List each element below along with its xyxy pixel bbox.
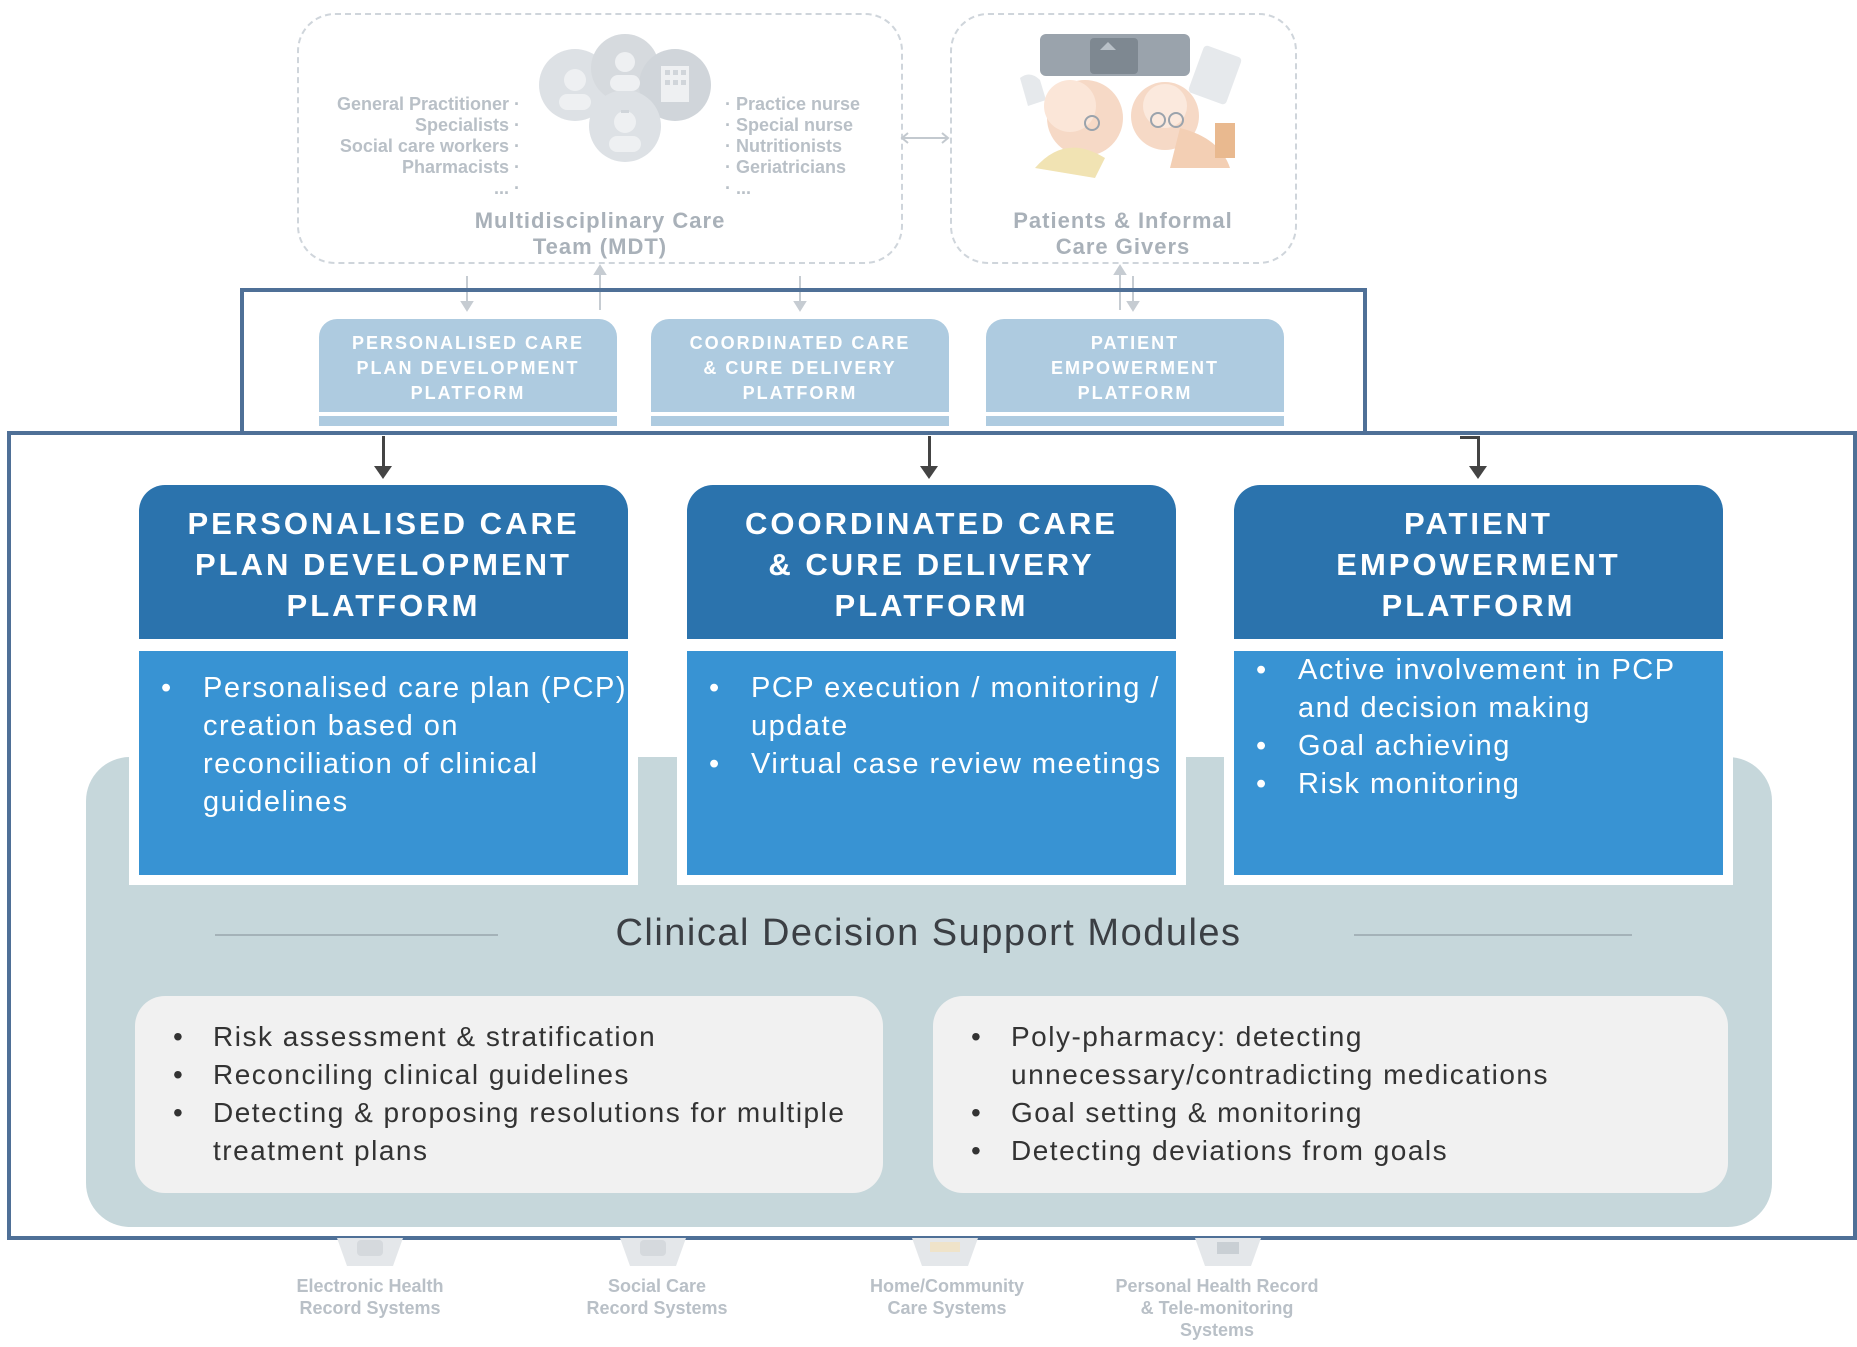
small-platform-strip (319, 416, 617, 426)
database-icon (620, 1238, 686, 1266)
platform-title-line: COORDINATED CARE (745, 506, 1118, 541)
small-platform-line: COORDINATED CARE (689, 333, 911, 353)
elderly-patients-icon (1020, 34, 1242, 178)
mdt-caption-line2: Team (MDT) (532, 234, 668, 259)
platform-header: PERSONALISED CARE PLAN DEVELOPMENT PLATF… (139, 485, 628, 639)
platform-title-line: PERSONALISED CARE (187, 506, 580, 541)
cds-title-rule-left (215, 934, 498, 936)
small-platform-line: EMPOWERMENT (1051, 358, 1219, 378)
system-label-line: Home/Community (869, 1276, 1024, 1296)
database-icon (337, 1238, 403, 1266)
cds-item: Risk assessment & stratification (135, 1018, 883, 1056)
cds-title-rule-right (1354, 934, 1632, 936)
platform-coordinated: COORDINATED CARE & CURE DELIVERY PLATFOR… (677, 485, 1186, 885)
platform-body: PCP execution / monitoring / update Virt… (687, 651, 1176, 875)
platform-item: Active involvement in PCP and decision m… (1234, 651, 1723, 727)
system-label-line: Electronic Health (296, 1276, 444, 1296)
small-platform-line: PLATFORM (1077, 383, 1193, 403)
platform-personalised: PERSONALISED CARE PLAN DEVELOPMENT PLATF… (129, 485, 638, 885)
platform-body: Personalised care plan (PCP) creation ba… (139, 651, 628, 875)
system-label-line: Record Systems (586, 1298, 728, 1318)
cds-item: Detecting deviations from goals (933, 1132, 1728, 1170)
system-label-ehr: Electronic Health Record Systems (255, 1275, 485, 1319)
small-platform-strip (986, 416, 1284, 426)
platform-header: COORDINATED CARE & CURE DELIVERY PLATFOR… (687, 485, 1176, 639)
platform-item: Personalised care plan (PCP) creation ba… (139, 669, 628, 821)
cds-item: Goal setting & monitoring (933, 1094, 1728, 1132)
cds-box-left: Risk assessment & stratification Reconci… (135, 996, 883, 1193)
small-platform-line: PERSONALISED CARE (351, 333, 585, 353)
mdt-roles-left: General Practitioner · Specialists · Soc… (300, 94, 520, 199)
platform-title-line: & CURE DELIVERY (768, 547, 1095, 582)
small-platform-line: PLATFORM (742, 383, 858, 403)
system-label-home: Home/Community Care Systems (832, 1275, 1062, 1319)
platform-item: Virtual case review meetings (687, 745, 1176, 783)
arrowhead-icon (1469, 466, 1487, 479)
arrow-to-coordinated (928, 436, 931, 468)
platform-title-line: PLATFORM (1381, 588, 1576, 623)
platform-title-line: PLATFORM (834, 588, 1029, 623)
arrowhead-icon (920, 466, 938, 479)
system-label-line: Systems (1179, 1320, 1255, 1340)
role-text: ... · (494, 178, 520, 198)
small-platform-coordinated: COORDINATED CARE & CURE DELIVERY PLATFOR… (651, 319, 949, 426)
mdt-caption-line1: Multidisciplinary Care (474, 208, 726, 233)
telemonitoring-icon (1195, 1238, 1261, 1266)
cds-item: Detecting & proposing resolutions for mu… (135, 1094, 883, 1170)
home-system-icon (912, 1238, 978, 1266)
small-platform-patient: PATIENT EMPOWERMENT PLATFORM (986, 319, 1284, 426)
platform-header: PATIENT EMPOWERMENT PLATFORM (1234, 485, 1723, 639)
platform-item: PCP execution / monitoring / update (687, 669, 1176, 745)
double-arrow-icon (900, 132, 950, 144)
role-text: Specialists · (414, 115, 520, 135)
role-text: · Geriatricians (725, 157, 847, 177)
role-text: Social care workers · (339, 136, 520, 156)
small-platform-strip (651, 416, 949, 426)
patients-box (950, 13, 1297, 264)
care-team-icon (539, 34, 711, 162)
arrow-to-patient (1477, 436, 1480, 468)
role-text: · Nutritionists (725, 136, 842, 156)
small-platform-line: PLATFORM (410, 383, 526, 403)
system-label-phr: Personal Health Record & Tele-monitoring… (1092, 1275, 1342, 1341)
small-platform-personalised: PERSONALISED CARE PLAN DEVELOPMENT PLATF… (319, 319, 617, 426)
small-platform-line: PATIENT (1090, 333, 1180, 353)
platform-title-line: PATIENT (1403, 506, 1553, 541)
platform-title-line: EMPOWERMENT (1336, 547, 1621, 582)
cds-item: Reconciling clinical guidelines (135, 1056, 883, 1094)
role-text: Pharmacists · (401, 157, 520, 177)
platform-item: Risk monitoring (1234, 765, 1723, 803)
patients-caption-line1: Patients & Informal (1013, 208, 1233, 233)
patients-caption: Patients & Informal Care Givers (953, 208, 1293, 260)
platform-patient: PATIENT EMPOWERMENT PLATFORM Active invo… (1224, 485, 1733, 885)
mdt-caption: Multidisciplinary Care Team (MDT) (300, 208, 900, 260)
small-platform-line: PLAN DEVELOPMENT (356, 358, 580, 378)
system-label-line: Personal Health Record (1115, 1276, 1319, 1296)
small-platforms-outline (240, 288, 1367, 433)
system-label-line: Record Systems (299, 1298, 441, 1318)
platform-item: Goal achieving (1234, 727, 1723, 765)
system-label-line: Social Care (607, 1276, 707, 1296)
arrow-connector (1460, 436, 1478, 439)
role-text: · Special nurse (725, 115, 854, 135)
small-platform-line: & CURE DELIVERY (703, 358, 897, 378)
patients-caption-line2: Care Givers (1055, 234, 1191, 259)
system-label-social: Social Care Record Systems (542, 1275, 772, 1319)
platform-title-line: PLAN DEVELOPMENT (195, 547, 572, 582)
cds-item: Poly-pharmacy: detecting unnecessary/con… (933, 1018, 1728, 1094)
arrowhead-icon (374, 466, 392, 479)
system-label-line: & Tele-monitoring (1140, 1298, 1294, 1318)
cds-box-right: Poly-pharmacy: detecting unnecessary/con… (933, 996, 1728, 1193)
cds-title: Clinical Decision Support Modules (615, 912, 1242, 954)
mdt-roles-right: · Practice nurse · Special nurse · Nutri… (725, 94, 895, 199)
arrow-to-personalised (382, 436, 385, 468)
role-text: General Practitioner · (336, 94, 520, 114)
system-label-line: Care Systems (887, 1298, 1007, 1318)
main-outline (7, 431, 1857, 1240)
platform-title-line: PLATFORM (286, 588, 481, 623)
role-text: · Practice nurse (725, 94, 861, 114)
platform-body: Active involvement in PCP and decision m… (1234, 651, 1723, 875)
role-text: · ... (725, 178, 751, 198)
